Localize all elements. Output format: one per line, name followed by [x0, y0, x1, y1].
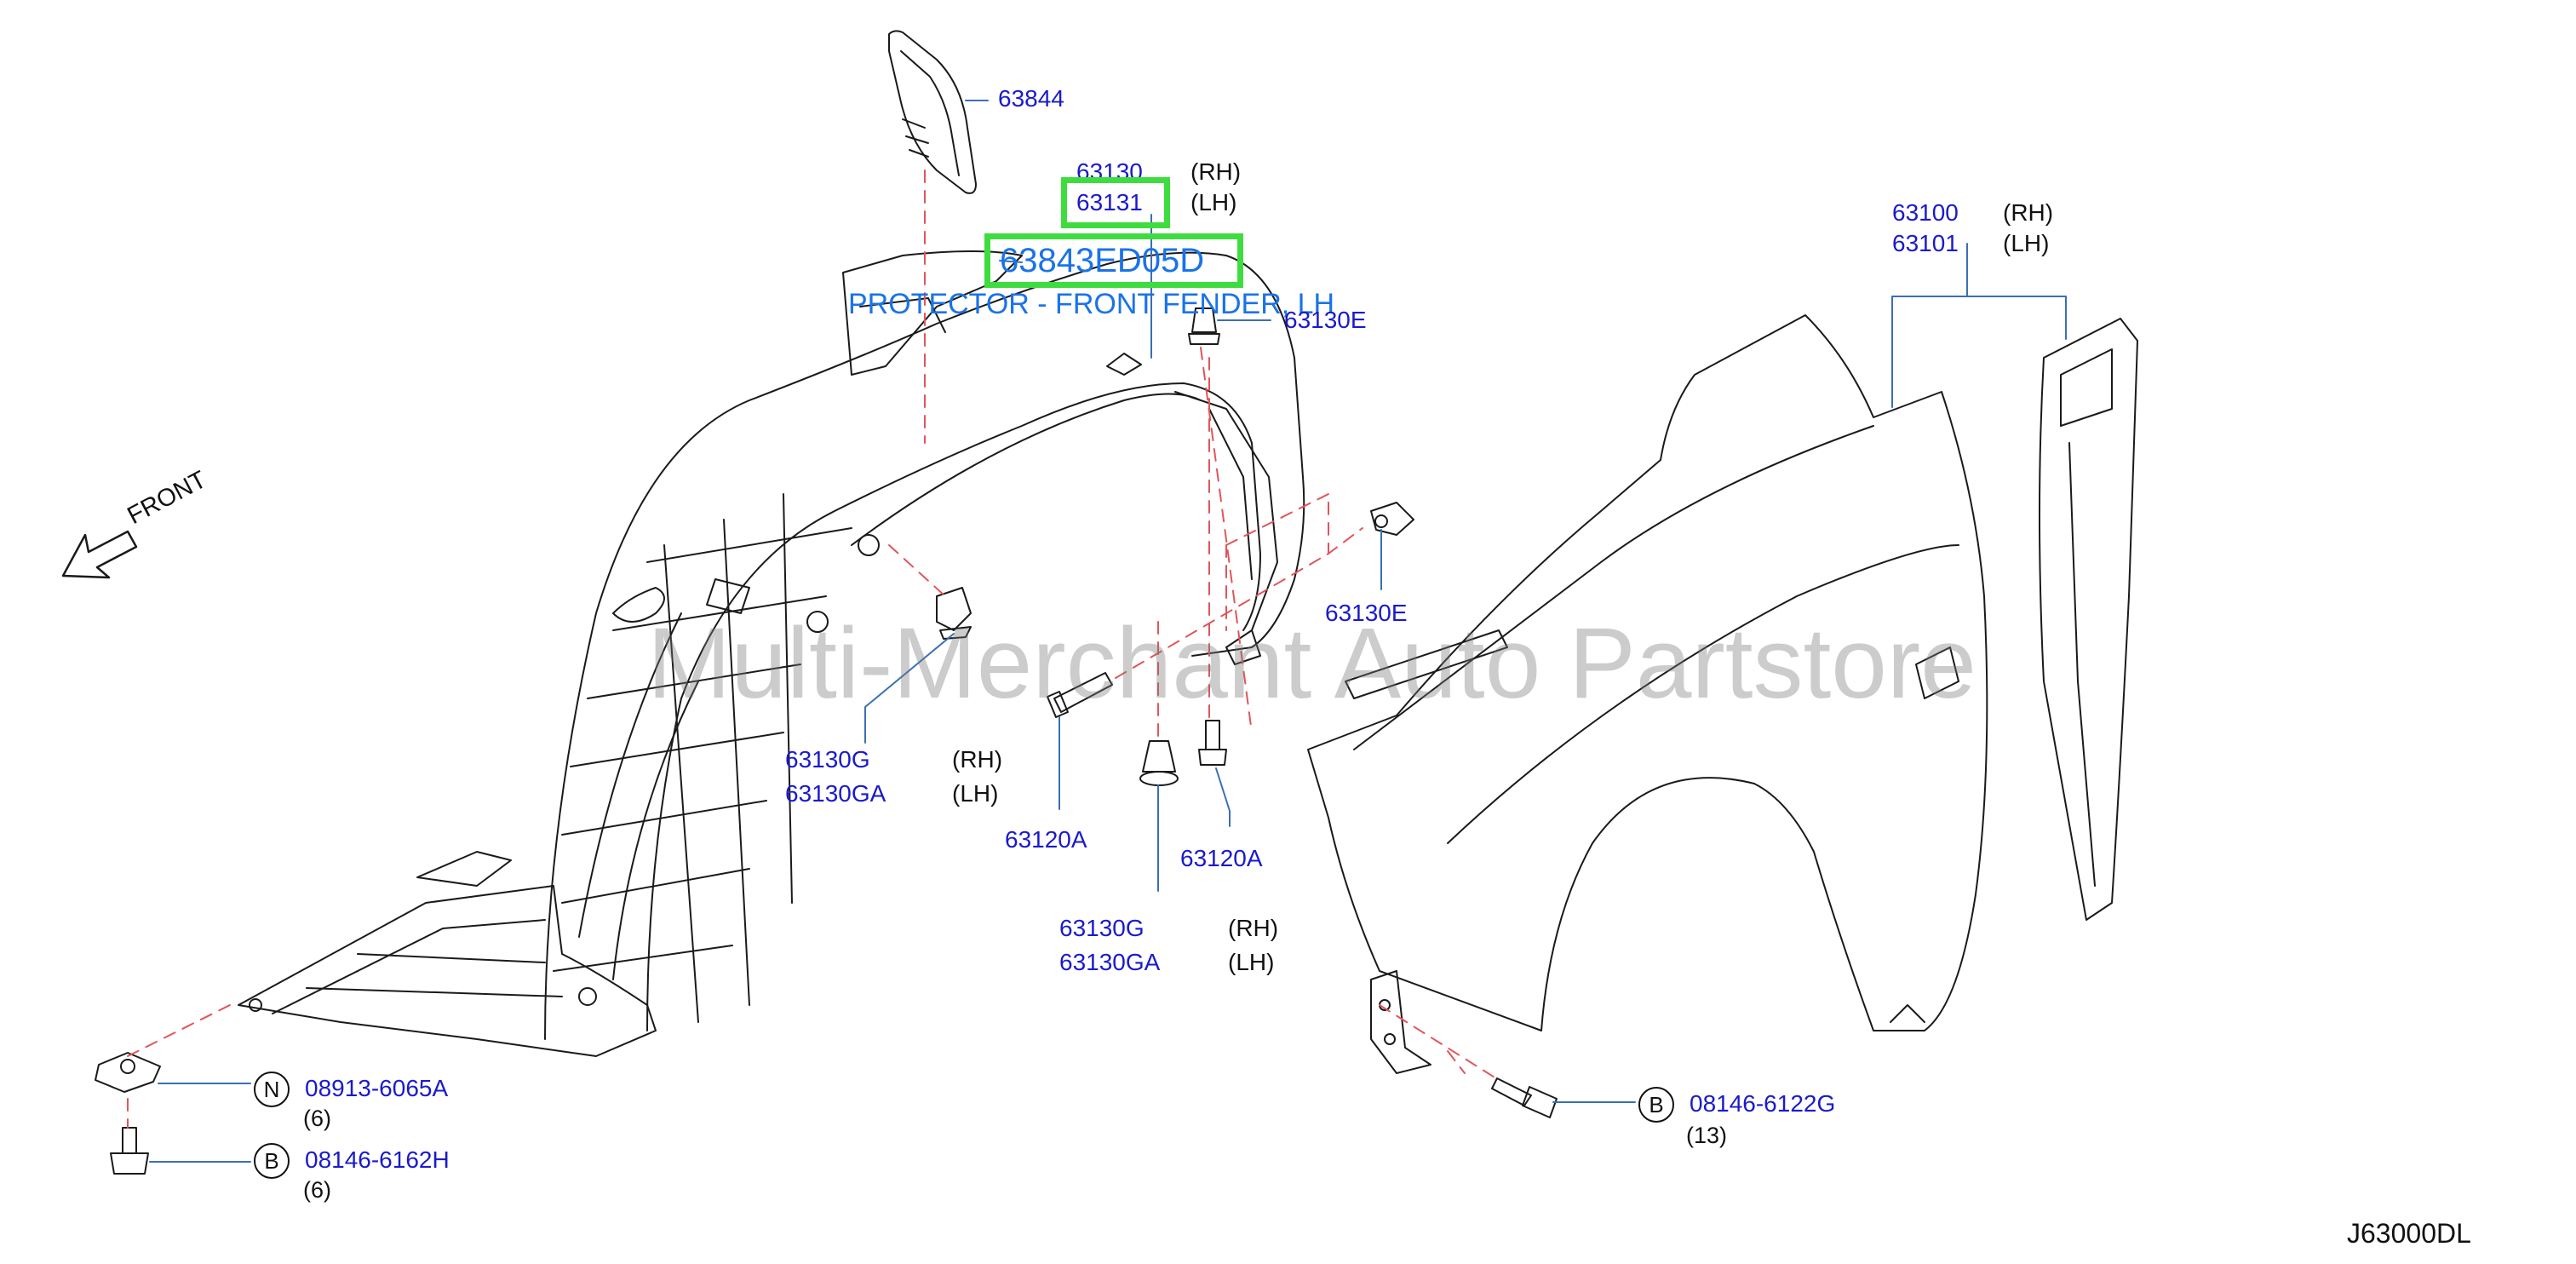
bolt-08146-6122G — [1491, 1077, 1558, 1118]
part-fender-liner — [238, 250, 1305, 1057]
clip-63130G-left — [936, 587, 972, 640]
callout-63120A-left[interactable]: 63120A — [1005, 826, 1087, 853]
callout-63130-side: (RH) — [1190, 158, 1242, 185]
callout-63844[interactable]: 63844 — [998, 85, 1064, 112]
clip-63130E-right — [1370, 502, 1414, 536]
part-63844-bracket — [888, 30, 977, 194]
callout-63130G-mid[interactable]: 63130G — [1059, 915, 1145, 941]
highlight-part-number[interactable]: 63843ED05D — [1000, 242, 1205, 279]
callout-08146-6162H-qty: (6) — [303, 1177, 331, 1203]
highlight-box-63131 — [1061, 177, 1170, 228]
callout-63130E-right[interactable]: 63130E — [1325, 600, 1408, 626]
bolt-63120A-left — [1047, 672, 1113, 718]
callout-63130G-left-side: (RH) — [952, 746, 1003, 773]
callout-08146-6122G-qty: (13) — [1686, 1123, 1728, 1148]
callout-63130GA-left[interactable]: 63130GA — [785, 780, 886, 807]
callout-08146-6122G[interactable]: 08146-6122G — [1690, 1090, 1836, 1117]
callout-63130G-mid-side: (RH) — [1228, 915, 1279, 941]
bolt-08146-6162H — [110, 1127, 149, 1175]
part-fender-reinforcement — [2039, 318, 2138, 921]
callout-63120A-right[interactable]: 63120A — [1180, 845, 1263, 871]
callout-63100-side: (RH) — [2003, 199, 2054, 226]
callout-63101-side: (LH) — [2003, 230, 2050, 256]
highlight-part-description: PROTECTOR - FRONT FENDER, LH — [848, 288, 1335, 320]
callout-08146-6162H[interactable]: 08146-6162H — [305, 1146, 450, 1173]
part-fender — [1307, 314, 1988, 1074]
bolt-symbol-badge: B — [254, 1143, 290, 1179]
nut-08913-6065A — [95, 1052, 161, 1093]
watermark-text: Multi-Merchant Auto Partstore — [647, 607, 1976, 720]
callout-08913-6065A-qty: (6) — [303, 1106, 331, 1131]
assembly-dash-lines — [127, 169, 1500, 1129]
nut-symbol-badge: N — [254, 1072, 290, 1107]
bolt-63120A-right — [1198, 720, 1227, 766]
callout-08913-6065A[interactable]: 08913-6065A — [305, 1075, 449, 1101]
clip-63130E-top — [1188, 307, 1220, 345]
front-arrow-icon — [61, 530, 138, 579]
callout-63101[interactable]: 63101 — [1892, 230, 1959, 256]
leader-lines — [149, 100, 2067, 1163]
callout-63130GA-left-side: (LH) — [952, 780, 999, 807]
callout-63130G-left[interactable]: 63130G — [785, 746, 870, 773]
callout-63130GA-mid-side: (LH) — [1228, 949, 1275, 975]
callout-63100[interactable]: 63100 — [1892, 199, 1959, 226]
callout-63131[interactable]: 63131 — [1076, 189, 1143, 215]
diagram-code: J63000DL — [2347, 1218, 2471, 1249]
clip-63130G-mid — [1139, 740, 1179, 786]
callout-63130E-top[interactable]: 63130E — [1284, 307, 1367, 333]
callout-63130GA-mid[interactable]: 63130GA — [1059, 949, 1161, 975]
callout-63131-side: (LH) — [1190, 189, 1237, 215]
highlight-box-part-number — [984, 233, 1243, 288]
bolt2-symbol-badge: B — [1638, 1087, 1674, 1123]
